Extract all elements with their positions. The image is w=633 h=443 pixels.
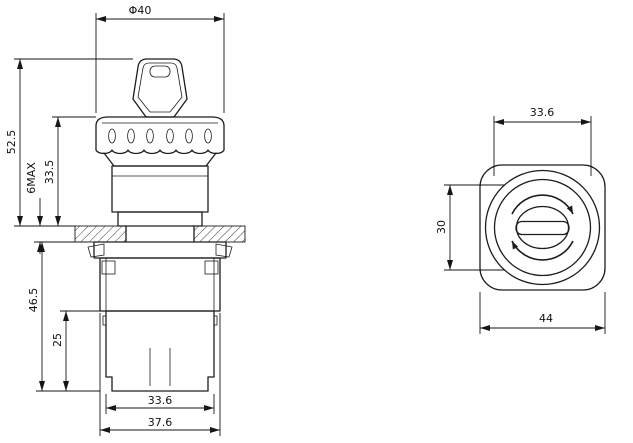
dim-front-inner-width: 33.6	[493, 106, 592, 176]
taper	[103, 152, 217, 167]
bezel	[103, 152, 217, 243]
side-lug-right	[213, 315, 218, 326]
knurl-slot	[166, 128, 174, 144]
mounting-ring	[87, 241, 233, 259]
latch-left	[101, 260, 116, 275]
dim-total-height: 52.5	[5, 58, 133, 227]
latch-right	[204, 260, 219, 275]
knurl-slot	[146, 128, 154, 144]
key-cylinder	[515, 205, 570, 250]
dim-front-inner-height-label: 30	[435, 220, 448, 234]
mushroom-outline	[95, 116, 225, 155]
spring-clip-left	[87, 243, 105, 258]
panel-hatch-left	[74, 225, 127, 243]
key-outer-outline	[132, 58, 188, 118]
mounting-nut	[93, 241, 227, 259]
front-outer-circle	[484, 169, 601, 286]
key-inner-outline	[137, 62, 183, 113]
dim-front-inner-height: 30	[435, 184, 505, 271]
bezel-flange	[117, 211, 203, 227]
switch-housing	[99, 257, 221, 312]
rotation-arrow-top	[511, 194, 574, 215]
panel-hatch-right	[193, 225, 246, 243]
front-inner-circle	[493, 178, 592, 277]
dim-below-panel-height-label: 46.5	[27, 288, 40, 313]
mounting-panel	[74, 225, 246, 243]
dim-below-panel-height: 46.5	[27, 242, 100, 392]
bezel-body	[111, 165, 209, 213]
dim-head-height-label: 33.5	[43, 160, 56, 185]
dim-panel-thickness-label: 6MAX	[25, 162, 38, 194]
side-lug-left	[102, 315, 107, 326]
knurl-slot	[108, 128, 116, 144]
side-view: Φ40 52.5 6MAX 33.5 46.5 25	[5, 4, 246, 436]
housing-body	[99, 257, 221, 312]
key-slot	[149, 65, 171, 78]
contact-block	[102, 310, 218, 392]
dim-head-diameter-label: Φ40	[129, 4, 152, 17]
contact-block-outline	[105, 310, 215, 392]
key-bow	[132, 58, 188, 118]
dim-body-width: 37.6	[99, 313, 221, 436]
rotation-arrow-bottom	[511, 240, 574, 261]
dim-front-outer-width: 44	[479, 292, 606, 334]
dim-front-inner-width-label: 33.6	[530, 106, 555, 119]
dim-head-height: 33.5	[43, 116, 96, 226]
knurl-slot	[185, 128, 193, 144]
dim-block-height-label: 25	[51, 333, 64, 347]
dim-body-width-label: 37.6	[148, 416, 173, 429]
key-cylinder-face	[515, 205, 570, 250]
dim-front-outer-width-label: 44	[539, 312, 553, 325]
rotation-arrows	[511, 194, 574, 261]
knurl-slot	[127, 128, 135, 144]
dim-block-width: 33.6	[105, 394, 215, 414]
front-flange	[479, 164, 606, 291]
dim-head-diameter: Φ40	[95, 4, 225, 113]
spring-clip-right	[215, 243, 233, 258]
front-view: 33.6 30 44	[435, 106, 606, 334]
dim-block-width-label: 33.6	[148, 394, 173, 407]
key-slot-front	[515, 220, 570, 236]
mushroom-head	[95, 116, 225, 155]
dim-total-height-label: 52.5	[5, 130, 18, 155]
knurl-slot	[204, 128, 212, 144]
dim-block-height: 25	[51, 310, 106, 391]
